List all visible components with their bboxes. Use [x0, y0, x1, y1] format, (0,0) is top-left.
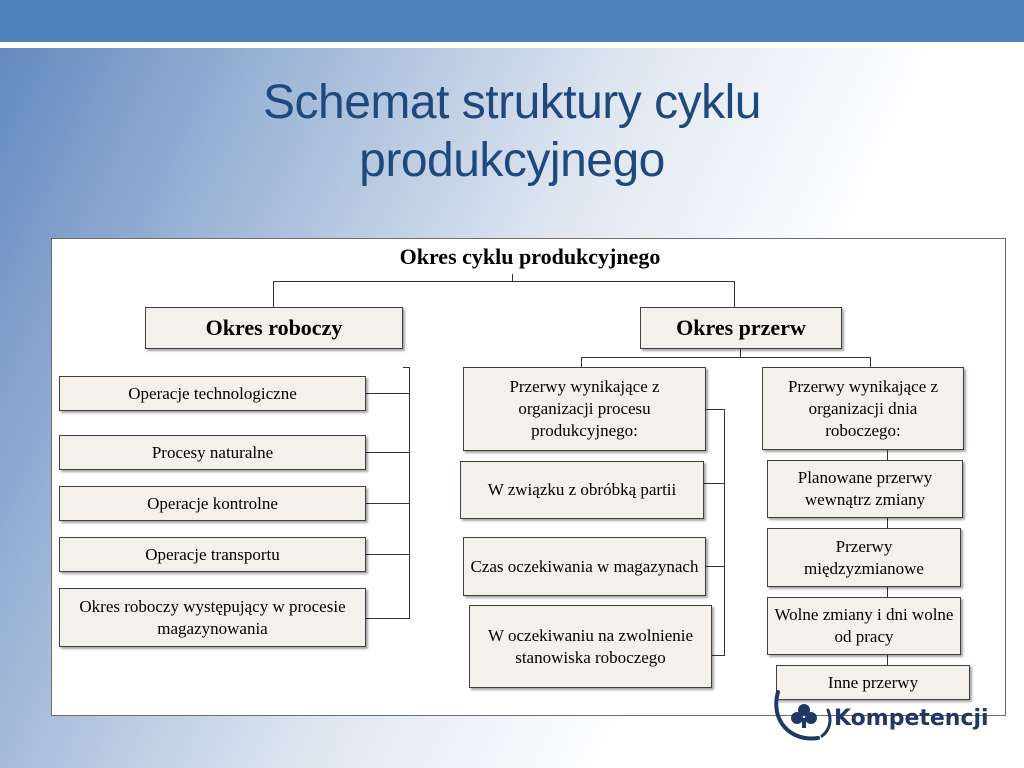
logo-text: Kompetencji [834, 706, 989, 731]
branch-b-item-box: Przerwy międzyzmianowe [767, 528, 961, 587]
connector-left-item-1 [366, 393, 410, 394]
left-item-box: Operacje technologiczne [59, 376, 366, 411]
okres-roboczy-box: Okres roboczy [145, 307, 403, 349]
connector-a-item-3 [712, 655, 725, 656]
connector-right-horizontal [581, 357, 871, 358]
connector-left-top [403, 367, 410, 368]
left-item-label: Operacje transportu [145, 544, 280, 564]
okres-przerw-label: Okres przerw [676, 315, 806, 340]
branch-b-item-box: Wolne zmiany i dni wolne od pracy [767, 597, 961, 655]
connector-left-item-4 [366, 554, 410, 555]
left-item-label: Procesy naturalne [151, 442, 274, 462]
connector-left-item-5 [366, 618, 410, 619]
branch-a-item-label: W oczekiwaniu na zwolnienie stanowiska r… [487, 625, 694, 667]
left-item-label: Operacje technologiczne [128, 383, 297, 403]
branch-b-item-label: Planowane przerwy wewnątrz zmiany [797, 468, 933, 509]
branch-b-box: Przerwy wynikające z organizacji dnia ro… [762, 367, 964, 450]
branch-a-box: Przerwy wynikające z organizacji procesu… [463, 367, 706, 451]
connector-right-drop-a [581, 357, 582, 368]
top-bar [0, 0, 1024, 42]
slide-title-line-2: produkcyjnego [359, 134, 665, 187]
branch-b-label: Przerwy wynikające z organizacji dnia ro… [787, 376, 939, 440]
branch-b-item-label: Przerwy międzyzmianowe [804, 536, 924, 578]
connector-root-horizontal [273, 281, 735, 282]
left-item-box: Okres roboczy występujący w procesie mag… [59, 588, 366, 647]
diagram-root-label: Okres cyklu produkcyjnego [399, 244, 661, 269]
connector-right-drop-b [870, 357, 871, 368]
branch-a-item-label: W związku z obróbką partii [487, 480, 677, 499]
left-item-label: Okres roboczy występujący w procesie mag… [79, 596, 346, 638]
okres-roboczy-label: Okres roboczy [205, 315, 343, 340]
connector-left-vertical [409, 367, 410, 619]
connector-left-item-3 [366, 503, 410, 504]
branch-a-item-box: Czas oczekiwania w magazynach [463, 537, 706, 596]
branch-b-item-box: Inne przerwy [776, 665, 970, 700]
okres-przerw-box: Okres przerw [640, 307, 842, 349]
connector-a-vertical [724, 409, 725, 656]
branch-a-item-box: W związku z obróbką partii [460, 461, 704, 519]
connector-right-stem [740, 349, 741, 358]
kompetencji-logo-icon [774, 690, 832, 741]
connector-a-top [706, 409, 725, 410]
slide-title-line-1: Schemat struktury cyklu [263, 76, 761, 129]
connector-root-stem [512, 274, 513, 282]
connector-a-item-1 [704, 483, 725, 484]
branch-a-item-label: Czas oczekiwania w magazynach [470, 556, 699, 576]
left-item-label: Operacje kontrolne [147, 493, 278, 513]
branch-a-item-box: W oczekiwaniu na zwolnienie stanowiska r… [469, 605, 712, 688]
left-item-box: Procesy naturalne [59, 435, 366, 470]
branch-b-item-box: Planowane przerwy wewnątrz zmiany [767, 460, 963, 518]
branch-b-item-label: Wolne zmiany i dni wolne od pracy [774, 605, 954, 646]
connector-root-left-drop [273, 281, 274, 308]
branch-b-item-label: Inne przerwy [827, 672, 919, 692]
branch-a-label: Przerwy wynikające z organizacji procesu… [509, 377, 660, 440]
slide-title: Schemat struktury cyklu produkcyjnego [0, 74, 1024, 190]
connector-a-item-2 [706, 566, 725, 567]
connector-root-right-drop [734, 281, 735, 308]
top-bar-divider [0, 42, 1024, 48]
left-item-box: Operacje transportu [59, 537, 366, 572]
left-item-box: Operacje kontrolne [59, 486, 366, 521]
connector-left-item-2 [366, 452, 410, 453]
